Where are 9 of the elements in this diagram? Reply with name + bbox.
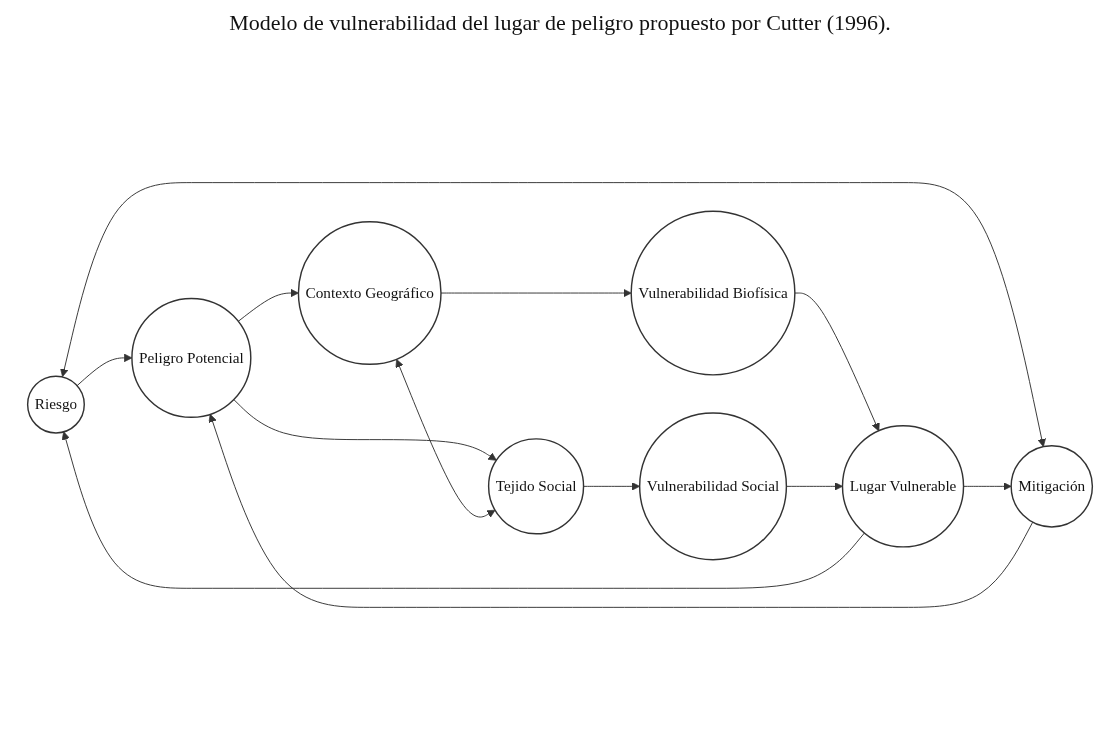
node-circle: Riesgo [26, 375, 85, 434]
node-circle: Contexto Geográfico [297, 221, 442, 366]
node-circle: Peligro Potencial [131, 297, 252, 419]
node-circle: Lugar Vulnerable [841, 425, 965, 548]
node-circle: Vulnerabilidad Social [638, 412, 788, 561]
node-circle: Tejido Social [487, 438, 585, 535]
diagram-title: Modelo de vulnerabilidad del lugar de peligro propuesto por Cutter (1996). [228, 10, 892, 36]
node-circle: Mitigación [1010, 445, 1094, 528]
node-circle: Vulnerabilidad Biofísica [630, 210, 796, 376]
